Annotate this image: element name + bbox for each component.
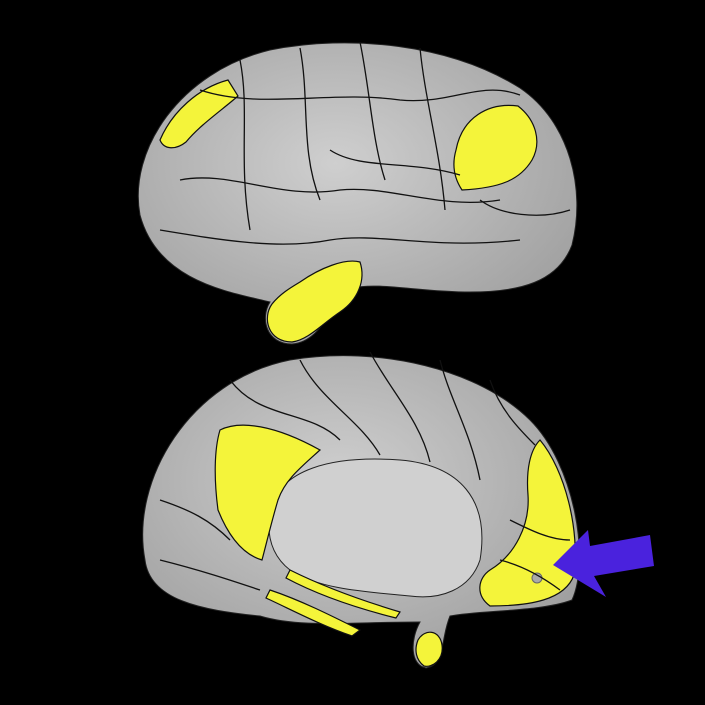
medial-highlight-medial-prefrontal [479, 439, 576, 607]
lateral-cortex-surface [137, 42, 578, 345]
lateral-parcel-borders [159, 41, 571, 245]
lateral-highlight-parietal [453, 104, 538, 191]
medial-parcel-borders [159, 351, 571, 591]
medial-highlight-parahippocampal-strip [285, 569, 401, 619]
arrow-left-icon [553, 530, 654, 597]
lateral-highlight-frontal [159, 79, 239, 149]
medial-highlight-precuneus [214, 424, 322, 561]
medial-highlight-hippocampal-strip [265, 589, 362, 637]
medial-brain-view [142, 351, 580, 669]
lateral-highlight-temporal [266, 260, 363, 343]
lateral-brain-view [137, 41, 578, 345]
medial-highlight-temporal-pole [415, 631, 443, 667]
